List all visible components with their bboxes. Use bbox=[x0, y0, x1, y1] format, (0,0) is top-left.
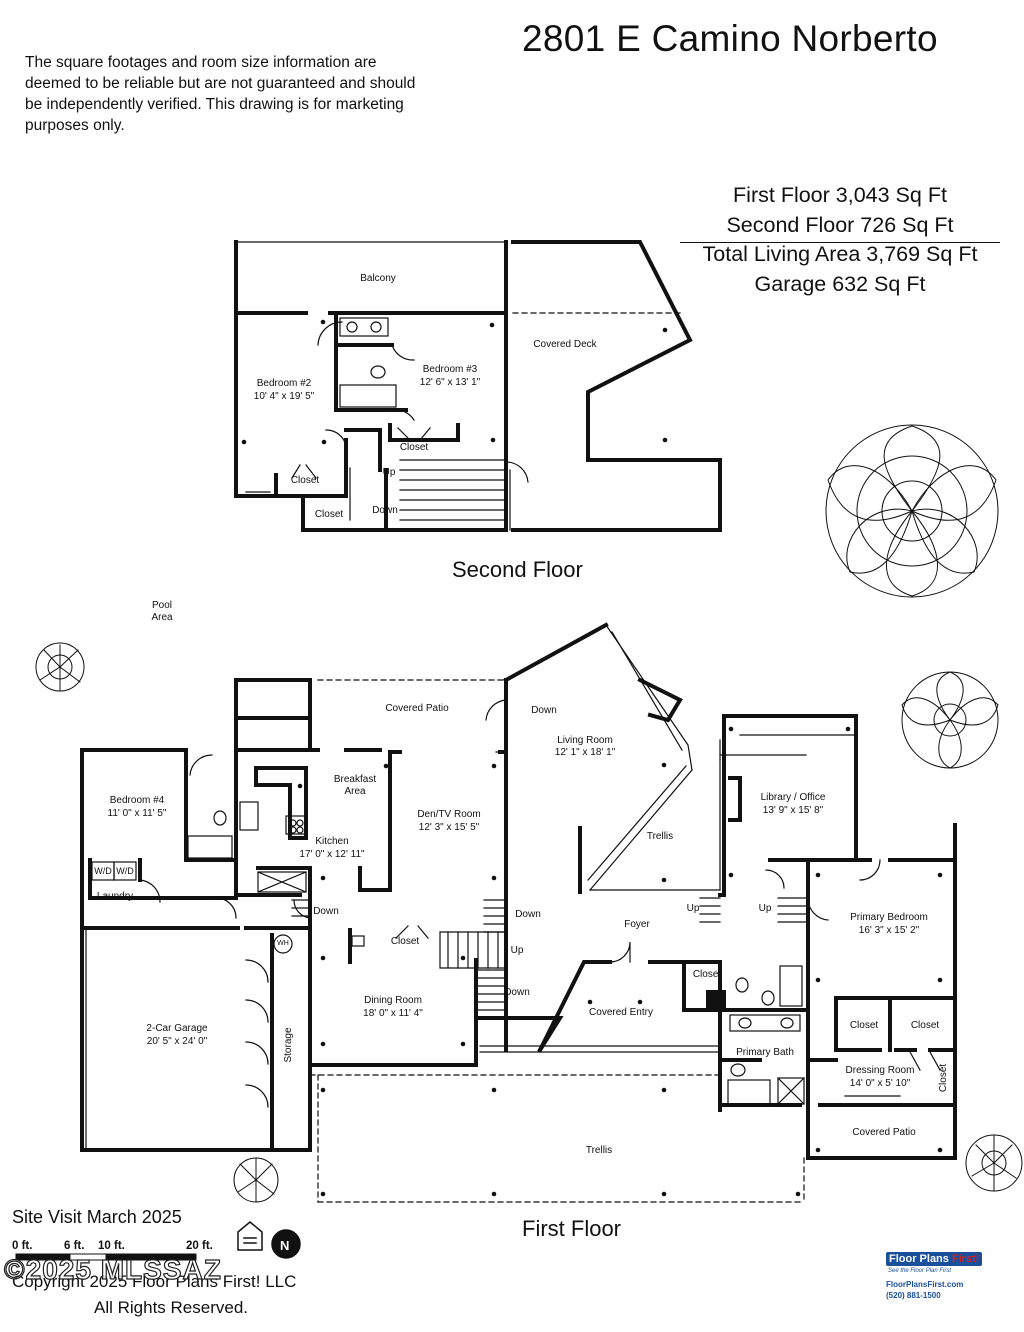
stair-down-living: Down bbox=[531, 705, 557, 716]
disclaimer-text: The square footages and room size inform… bbox=[25, 54, 416, 134]
scale-label-0: 0 ft. bbox=[12, 1240, 33, 1252]
stair-down-b: Down bbox=[515, 909, 541, 920]
room-dining-size: 18' 0" x 11' 4" bbox=[363, 1008, 423, 1019]
stair-down-2f: Down bbox=[372, 505, 398, 516]
room-laundry: Laundry bbox=[96, 891, 134, 902]
mls-watermark: ©2025 MLSSAZ bbox=[3, 1253, 222, 1285]
second-floor-thin bbox=[235, 241, 681, 531]
site-visit-note: Site Visit March 2025 bbox=[12, 1207, 182, 1227]
area-trellis-top: Trellis bbox=[646, 831, 674, 842]
rights-text: All Rights Reserved. bbox=[94, 1298, 249, 1317]
ceiling-marks bbox=[241, 319, 943, 1197]
room-bedroom-2: Bedroom #2 bbox=[256, 378, 312, 389]
tree-bottom-left bbox=[233, 1157, 279, 1203]
tree-small-left bbox=[35, 642, 85, 692]
room-dressing-size: 14' 0" x 5' 10" bbox=[849, 1078, 911, 1089]
second-floor-walls bbox=[234, 240, 722, 532]
room-library-office-size: 13' 9" x 15' 8" bbox=[762, 805, 824, 816]
room-den-size: 12' 3" x 15' 5" bbox=[418, 822, 480, 833]
second-floor-title: Second Floor bbox=[452, 557, 583, 582]
room-kitchen-size: 17' 0" x 12' 11" bbox=[299, 849, 365, 860]
stair-up-c: Up bbox=[758, 903, 772, 914]
area-trellis-bottom: Trellis bbox=[585, 1145, 613, 1156]
area-covered-patio-right: Covered Patio bbox=[852, 1127, 916, 1138]
stair-up-a: Up bbox=[510, 945, 524, 956]
first-floor-walls bbox=[80, 622, 957, 1160]
room-bedroom-4: Bedroom #4 bbox=[109, 795, 165, 806]
room-dressing: Dressing Room bbox=[845, 1065, 915, 1076]
room-balcony: Balcony bbox=[360, 273, 396, 284]
area-covered-entry: Covered Entry bbox=[589, 1007, 653, 1018]
garage-area: Garage 632 Sq Ft bbox=[754, 272, 926, 296]
room-closet-2f-b: Closet bbox=[290, 475, 320, 486]
property-address: 2801 E Camino Norberto bbox=[522, 18, 938, 59]
logo-brand: Floor Plans First! bbox=[886, 1252, 983, 1266]
room-living-room-size: 12' 1" x 18' 1" bbox=[554, 747, 616, 758]
room-closet-dressing-1: Closet bbox=[849, 1020, 879, 1031]
stair-up-2f: Up bbox=[382, 467, 396, 478]
first-floor-title: First Floor bbox=[522, 1216, 621, 1241]
first-floor-area: First Floor 3,043 Sq Ft bbox=[733, 183, 947, 207]
stair-down-c: Down bbox=[504, 987, 530, 998]
room-garage-size: 20' 5" x 24' 0" bbox=[146, 1036, 208, 1047]
room-bedroom-3: Bedroom #3 bbox=[422, 364, 478, 375]
first-floor-thin bbox=[85, 624, 941, 1203]
scale-bar bbox=[15, 1253, 197, 1261]
room-living-room: Living Room bbox=[557, 735, 613, 746]
north-arrow bbox=[271, 1229, 301, 1259]
room-library-office: Library / Office bbox=[760, 792, 826, 803]
tree-right bbox=[901, 671, 999, 769]
logo-tagline: See the Floor Plan First bbox=[888, 1268, 952, 1274]
room-closet-bath: Closet bbox=[692, 969, 722, 980]
second-floor-area: Second Floor 726 Sq Ft bbox=[726, 213, 954, 237]
logo-url: FloorPlansFirst.com bbox=[886, 1280, 964, 1289]
tree-bottom-right bbox=[965, 1134, 1023, 1192]
second-floor-bath-fixtures bbox=[291, 317, 529, 483]
room-closet-2f-c: Closet bbox=[314, 509, 344, 520]
scale-label-6: 6 ft. bbox=[64, 1240, 85, 1252]
total-living-area: Total Living Area 3,769 Sq Ft bbox=[702, 242, 978, 266]
logo-phone: (520) 881-1500 bbox=[886, 1291, 941, 1300]
north-letter: N bbox=[280, 1238, 289, 1253]
room-breakfast-area: Breakfast Area bbox=[333, 774, 377, 797]
scale-label-10: 10 ft. bbox=[98, 1240, 125, 1252]
room-bedroom-4-size: 11' 0" x 11' 5" bbox=[107, 808, 167, 819]
pool-area-label: Pool Area bbox=[151, 600, 173, 623]
room-covered-deck: Covered Deck bbox=[533, 339, 597, 350]
room-closet-2f-a: Closet bbox=[399, 442, 429, 453]
room-garage: 2-Car Garage bbox=[146, 1023, 208, 1034]
room-closet-kitchen: Closet bbox=[390, 936, 420, 947]
room-dining: Dining Room bbox=[364, 995, 422, 1006]
room-primary-bedroom: Primary Bedroom bbox=[850, 912, 928, 923]
tree-large-upper-right bbox=[825, 424, 999, 598]
room-kitchen: Kitchen bbox=[315, 836, 349, 847]
room-covered-patio: Covered Patio bbox=[385, 703, 449, 714]
stair-up-b: Up bbox=[686, 903, 700, 914]
room-storage: Storage bbox=[283, 1027, 294, 1063]
scale-label-20: 20 ft. bbox=[186, 1240, 213, 1252]
room-bedroom-2-size: 10' 4" x 19' 5" bbox=[253, 391, 315, 402]
room-primary-bedroom-size: 16' 3" x 15' 2" bbox=[858, 925, 920, 936]
room-closet-side: Closet bbox=[938, 1063, 949, 1093]
stair-down-a: Down bbox=[313, 906, 339, 917]
room-bedroom-3-size: 12' 6" x 13' 1" bbox=[419, 377, 481, 388]
area-foyer: Foyer bbox=[624, 919, 650, 930]
equal-housing-logo bbox=[237, 1221, 263, 1251]
washer-dryer-1: W/D bbox=[94, 866, 112, 876]
water-heater: WH bbox=[277, 940, 289, 947]
washer-dryer-2: W/D bbox=[116, 866, 134, 876]
area-divider bbox=[680, 242, 1000, 243]
room-primary-bath: Primary Bath bbox=[736, 1047, 794, 1058]
room-closet-dressing-2: Closet bbox=[910, 1020, 940, 1031]
room-den: Den/TV Room bbox=[417, 809, 481, 820]
floor-plans-first-logo: Floor Plans First! See the Floor Plan Fi… bbox=[884, 1248, 988, 1304]
copyright-text: Copyright 2025 Floor Plans First! LLC bbox=[12, 1272, 297, 1291]
